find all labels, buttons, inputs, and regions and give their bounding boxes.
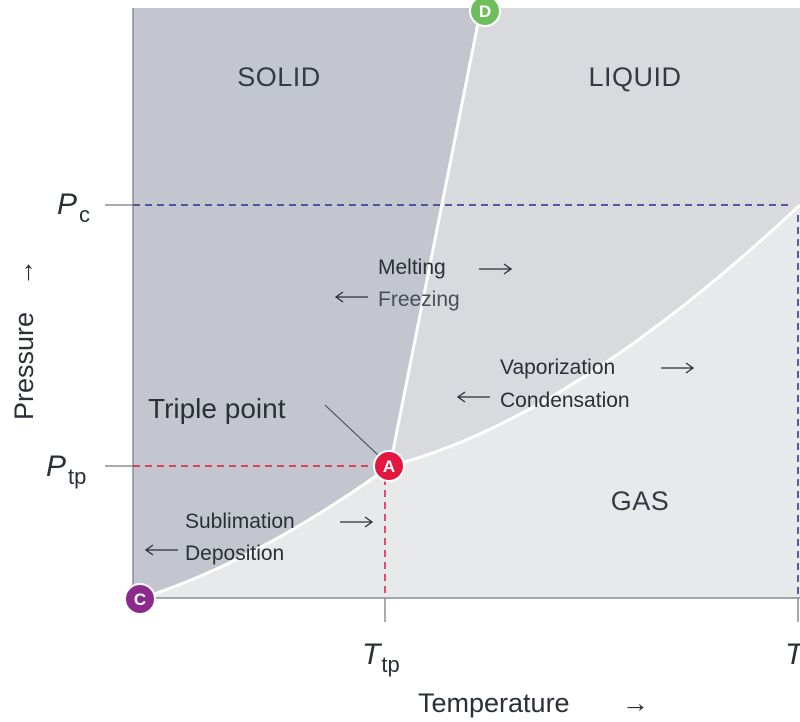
- freezing-label: Freezing: [378, 288, 460, 311]
- ttp-tick-label: Ttp: [362, 638, 400, 677]
- svg-text:A: A: [383, 457, 395, 476]
- condensation-arrow: [456, 391, 490, 403]
- pc-tick-label: Pc: [57, 188, 90, 227]
- freezing-arrow: [334, 291, 368, 303]
- x-axis-title: Temperature →: [418, 688, 649, 718]
- y-axis-title: Pressure →: [9, 259, 39, 420]
- point-d-marker: D: [469, 0, 501, 27]
- liquid-label: LIQUID: [588, 62, 681, 92]
- svg-text:Temperature: Temperature: [418, 688, 570, 718]
- gas-region: [142, 205, 800, 598]
- deposition-label: Deposition: [185, 542, 284, 565]
- deposition-arrow: [144, 544, 178, 556]
- vaporization-label: Vaporization: [500, 356, 615, 379]
- melting-label: Melting: [378, 256, 446, 279]
- tc-tick-label: T: [785, 638, 800, 671]
- triple-point-leader: [324, 404, 379, 456]
- triple-point-label: Triple point: [148, 393, 286, 424]
- svg-text:→: →: [622, 688, 649, 718]
- point-a-marker: A: [373, 450, 405, 482]
- sublimation-arrow: [340, 516, 374, 528]
- solid-label: SOLID: [237, 62, 321, 92]
- sublimation-label: Sublimation: [185, 510, 295, 533]
- point-c-marker: C: [124, 583, 156, 615]
- melting-arrow: [479, 263, 513, 275]
- svg-text:C: C: [134, 590, 146, 609]
- solid-region: [133, 8, 481, 598]
- condensation-label: Condensation: [500, 389, 630, 412]
- gas-label: GAS: [611, 486, 670, 516]
- melting-curve: [388, 7, 483, 467]
- sublimation-curve: [141, 464, 391, 600]
- vaporization-arrow: [661, 362, 695, 374]
- svg-text:Pressure: Pressure: [9, 312, 39, 420]
- svg-text:→: →: [9, 259, 39, 286]
- ptp-tick-label: Ptp: [46, 450, 86, 489]
- vaporization-curve: [389, 203, 800, 468]
- svg-text:D: D: [479, 2, 491, 21]
